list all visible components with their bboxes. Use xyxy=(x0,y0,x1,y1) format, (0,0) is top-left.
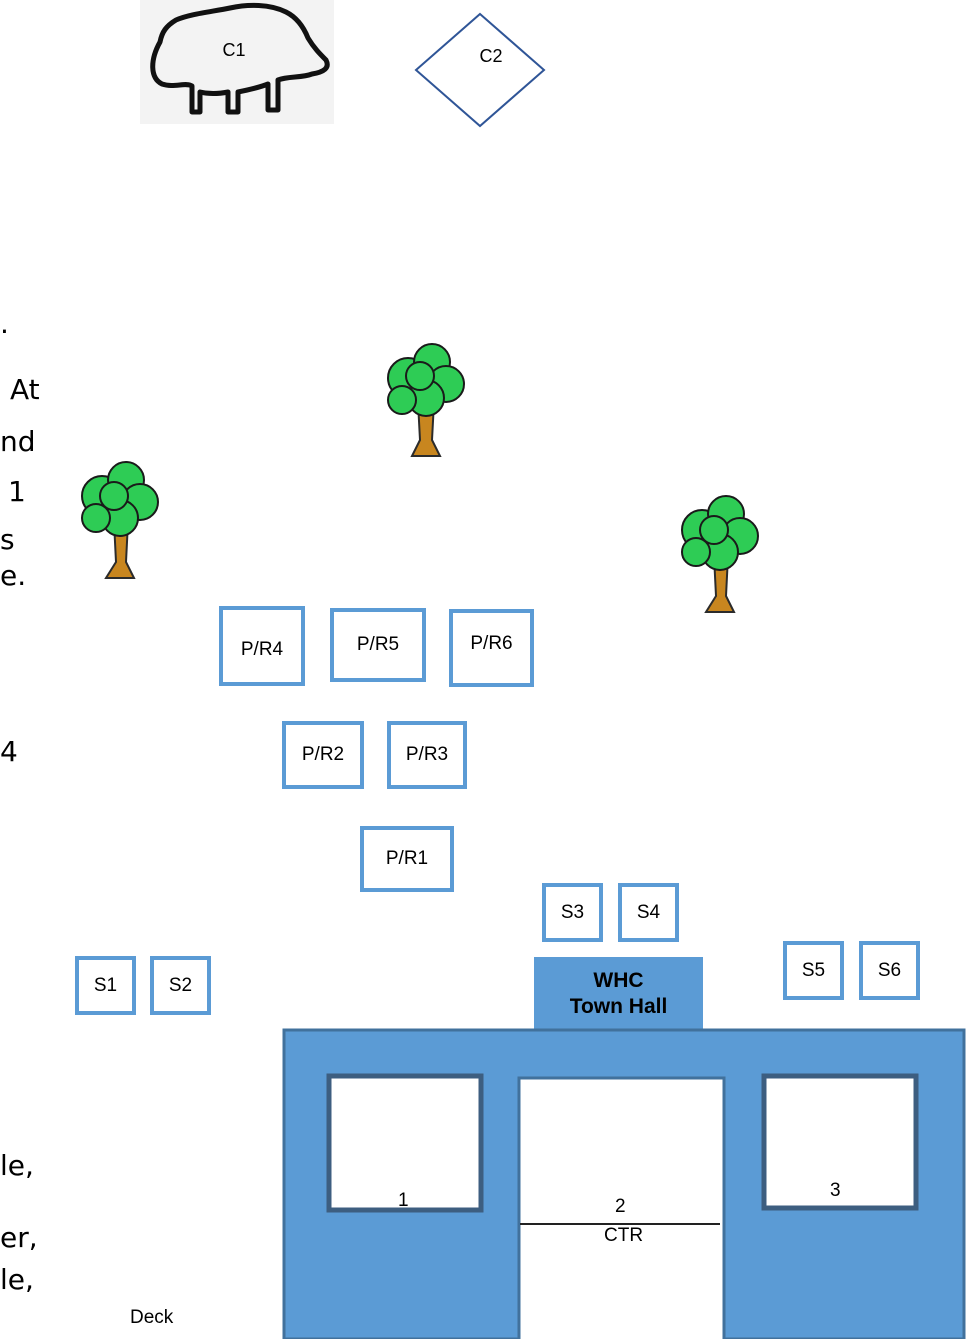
spot-s4: S4 xyxy=(618,883,679,942)
text-fragment: er, xyxy=(0,1221,38,1254)
spot-s2-label: S2 xyxy=(168,974,193,996)
plot-pr4: P/R4 xyxy=(219,606,305,686)
town-hall-title-line2: Town Hall xyxy=(569,995,668,1018)
pig-label: C1 xyxy=(222,40,245,60)
room-1-label: 1 xyxy=(398,1190,409,1211)
spot-s1-label: S1 xyxy=(93,974,118,996)
text-fragment: e. xyxy=(0,559,27,592)
plot-pr6: P/R6 xyxy=(449,609,534,687)
plot-pr5-label: P/R5 xyxy=(356,634,400,655)
plot-pr1-label: P/R1 xyxy=(385,848,429,869)
spot-s3-label: S3 xyxy=(560,901,585,923)
plot-pr4-label: P/R4 xyxy=(240,639,284,660)
tree-icon xyxy=(380,340,470,460)
text-fragment: le, xyxy=(0,1149,34,1182)
spot-s3: S3 xyxy=(542,883,603,942)
tree-icon xyxy=(76,458,164,582)
text-fragment: s xyxy=(0,523,15,556)
diamond-label: C2 xyxy=(479,46,502,66)
pig-shape: C1 xyxy=(140,0,334,124)
town-hall-title-line1: WHC xyxy=(593,969,644,992)
plot-pr3: P/R3 xyxy=(387,721,467,789)
text-fragment: nd xyxy=(0,425,36,458)
spot-s5: S5 xyxy=(783,941,844,1000)
room-2-sublabel: CTR xyxy=(604,1225,644,1246)
spot-s4-label: S4 xyxy=(636,901,661,923)
plot-pr2-label: P/R2 xyxy=(301,744,345,765)
plot-pr3-label: P/R3 xyxy=(405,744,449,765)
plot-pr1: P/R1 xyxy=(360,826,454,892)
plot-pr5: P/R5 xyxy=(330,608,426,682)
tree-icon xyxy=(676,492,764,616)
spot-s6-label: S6 xyxy=(877,959,902,981)
spot-s6: S6 xyxy=(859,941,920,1000)
text-fragment: le, xyxy=(0,1263,34,1296)
town-hall-title: WHC Town Hall xyxy=(534,968,703,1020)
deck-label: Deck xyxy=(130,1307,174,1328)
plot-pr6-label: P/R6 xyxy=(470,633,513,654)
text-fragment: 4 xyxy=(0,735,18,768)
spot-s5-label: S5 xyxy=(801,959,826,981)
room-2-label: 2 xyxy=(615,1196,626,1217)
spot-s1: S1 xyxy=(75,956,136,1015)
text-fragment: 1 xyxy=(8,475,26,508)
room-3-label: 3 xyxy=(830,1180,841,1201)
spot-s2: S2 xyxy=(150,956,211,1015)
text-fragment: . xyxy=(0,307,9,340)
text-fragment: At xyxy=(10,373,40,406)
diamond-shape: C2 xyxy=(414,12,546,128)
plot-pr2: P/R2 xyxy=(282,721,364,789)
